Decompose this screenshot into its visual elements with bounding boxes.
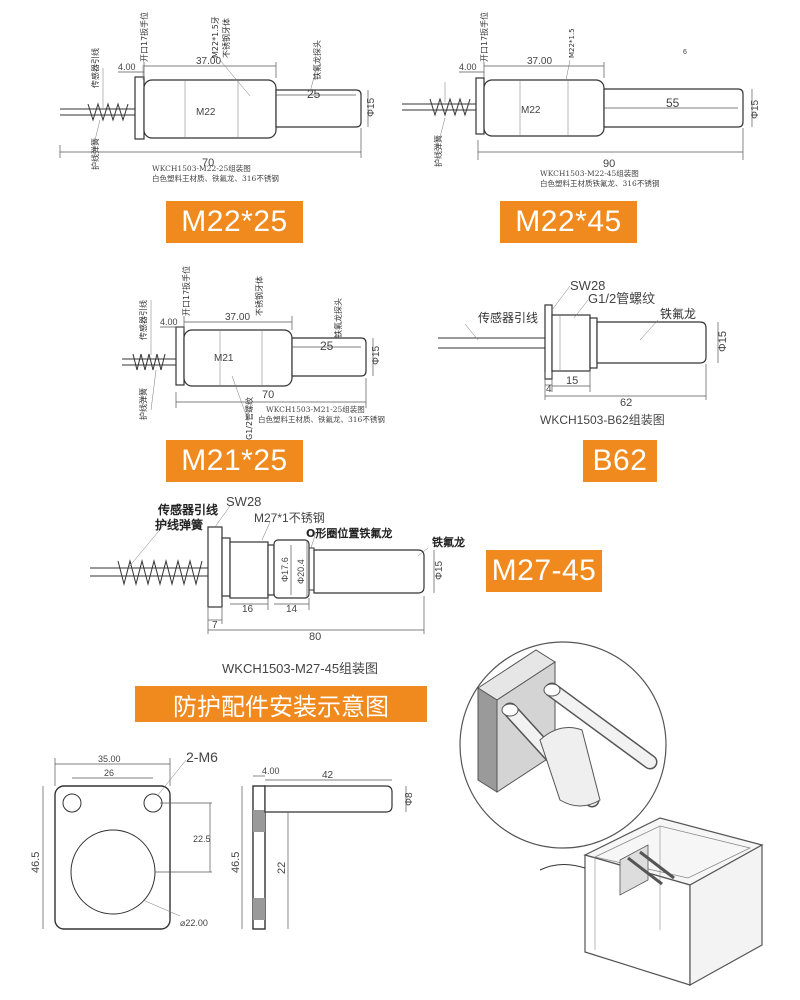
- svg-text:46.5: 46.5: [30, 852, 42, 873]
- svg-text:62: 62: [620, 397, 632, 409]
- svg-text:SW28: SW28: [570, 278, 605, 293]
- svg-text:WKCH1503-M27-45组装图: WKCH1503-M27-45组装图: [222, 661, 378, 676]
- svg-text:22.5: 22.5: [193, 834, 211, 844]
- svg-text:O形圈位置铁氟龙: O形圈位置铁氟龙: [306, 526, 392, 540]
- svg-text:M22*1.5: M22*1.5: [568, 28, 576, 58]
- svg-text:WKCH1503-M22-45组装图: WKCH1503-M22-45组装图: [540, 168, 639, 178]
- svg-text:铁氟龙: 铁氟龙: [660, 307, 696, 321]
- svg-text:M21: M21: [214, 353, 234, 364]
- svg-text:80: 80: [309, 631, 321, 643]
- svg-text:传感器引线: 传感器引线: [90, 48, 100, 88]
- svg-text:16: 16: [242, 604, 254, 615]
- svg-text:M22: M22: [196, 107, 216, 118]
- svg-text:4.00: 4.00: [160, 317, 178, 327]
- svg-text:不锈钢牙体: 不锈钢牙体: [221, 18, 231, 58]
- banner-install-diagram: 防护配件安装示意图: [135, 686, 427, 722]
- svg-text:55: 55: [666, 96, 680, 110]
- svg-text:铁氟龙: 铁氟龙: [432, 535, 465, 549]
- banner-m22-25: M22*25: [166, 201, 303, 243]
- svg-text:Φ20.4: Φ20.4: [296, 559, 306, 584]
- spring-icon: [132, 353, 166, 371]
- svg-text:铁氟龙探头: 铁氟龙探头: [312, 40, 322, 80]
- drawing-b62: SW28 G1/2管螺纹 传感器引线 铁氟龙 Φ15 4 15 62 WKCH1…: [438, 278, 729, 427]
- svg-text:护线弹簧: 护线弹簧: [90, 138, 100, 170]
- svg-text:Φ17.6: Φ17.6: [280, 557, 290, 582]
- svg-text:开口17扳手位: 开口17扳手位: [479, 12, 489, 62]
- svg-text:WKCH1503-M22-25组装图: WKCH1503-M22-25组装图: [152, 163, 251, 173]
- svg-text:37.00: 37.00: [527, 56, 552, 67]
- svg-text:传感器引线: 传感器引线: [478, 310, 538, 325]
- svg-text:4: 4: [546, 384, 552, 395]
- svg-text:37.00: 37.00: [225, 312, 250, 323]
- svg-text:4.00: 4.00: [262, 766, 280, 776]
- drawing-bracket: 35.00 26 2-M6 22.5 46.5 ⌀22.00 4.00 42 Φ…: [30, 749, 415, 930]
- svg-text:Φ15: Φ15: [750, 99, 761, 119]
- banner-m27-45: M27-45: [486, 550, 602, 592]
- banner-b62: B62: [583, 440, 657, 482]
- drawing-m22-25: 4.00 37.00 25 Φ15 70 M22 传感器引线 护线弹簧 开口17…: [59, 12, 377, 183]
- svg-text:25: 25: [307, 87, 321, 101]
- svg-text:70: 70: [202, 157, 214, 169]
- svg-text:7: 7: [212, 620, 218, 631]
- svg-text:4.00: 4.00: [118, 62, 136, 72]
- svg-text:22: 22: [276, 862, 288, 874]
- svg-text:25: 25: [320, 339, 334, 353]
- svg-text:WKCH1503-M21-25组装图: WKCH1503-M21-25组装图: [266, 404, 365, 414]
- svg-text:Φ8: Φ8: [404, 792, 415, 806]
- svg-text:G1/2管螺纹: G1/2管螺纹: [244, 397, 254, 440]
- svg-text:46.5: 46.5: [230, 852, 242, 873]
- svg-text:传感器引线: 传感器引线: [138, 300, 148, 340]
- svg-text:白色塑料王材质、铁氟龙、316不锈钢: 白色塑料王材质、铁氟龙、316不锈钢: [152, 173, 279, 183]
- svg-text:G1/2管螺纹: G1/2管螺纹: [588, 291, 655, 306]
- banner-m22-45: M22*45: [500, 201, 637, 243]
- svg-text:14: 14: [286, 604, 298, 615]
- spring-icon: [429, 97, 471, 117]
- hole-icon: [62, 793, 82, 813]
- drawing-m21-25: 4.00 37.00 25 Φ15 70 M21 传感器引线 护线弹簧 开口17…: [122, 266, 385, 440]
- svg-text:护线弹簧: 护线弹簧: [138, 388, 148, 420]
- svg-text:WKCH1503-B62组装图: WKCH1503-B62组装图: [540, 413, 665, 427]
- svg-text:⌀22.00: ⌀22.00: [180, 918, 208, 928]
- drawing-m22-45: 4.00 37.00 55 Φ15 90 M22 M22*1.5 开口17扳手位…: [402, 12, 761, 188]
- svg-text:4.00: 4.00: [459, 62, 477, 72]
- hole-icon: [143, 793, 163, 813]
- svg-text:铁氟龙探头: 铁氟龙探头: [333, 298, 343, 338]
- hatch-section: [253, 810, 265, 832]
- svg-text:70: 70: [262, 389, 274, 401]
- svg-text:26: 26: [104, 768, 114, 778]
- banner-m21-25: M21*25: [166, 440, 303, 482]
- svg-text:15: 15: [566, 375, 578, 387]
- svg-text:Φ15: Φ15: [366, 97, 377, 117]
- svg-text:90: 90: [603, 158, 615, 170]
- svg-text:Φ15: Φ15: [717, 331, 729, 352]
- svg-text:42: 42: [322, 770, 334, 781]
- svg-text:开口17扳手位: 开口17扳手位: [181, 266, 191, 316]
- svg-text:2-M6: 2-M6: [186, 749, 218, 765]
- svg-text:6: 6: [683, 49, 687, 56]
- svg-text:开口17扳手位: 开口17扳手位: [139, 12, 149, 62]
- svg-text:Φ15: Φ15: [371, 345, 382, 365]
- svg-text:白色塑料王材质、铁氟龙、316不锈钢: 白色塑料王材质、铁氟龙、316不锈钢: [258, 414, 385, 424]
- svg-text:37.00: 37.00: [196, 56, 221, 67]
- spring-icon: [117, 559, 203, 586]
- svg-text:Φ15: Φ15: [434, 560, 445, 580]
- svg-text:M22: M22: [521, 105, 541, 116]
- drawing-m27-45: 传感器引线 护线弹簧 SW28 M27*1不锈钢 O形圈位置铁氟龙 铁氟龙 Φ1…: [90, 494, 465, 676]
- spring-icon: [87, 102, 129, 122]
- svg-text:护线弹簧: 护线弹簧: [155, 517, 203, 532]
- svg-text:M22*1.5牙: M22*1.5牙: [211, 16, 220, 58]
- svg-text:传感器引线: 传感器引线: [157, 502, 218, 517]
- svg-text:白色塑料王材质铁氟龙、316不锈钢: 白色塑料王材质铁氟龙、316不锈钢: [540, 178, 659, 188]
- svg-text:不锈钢牙体: 不锈钢牙体: [254, 276, 264, 316]
- svg-text:SW28: SW28: [226, 494, 261, 509]
- isometric-illustration: [459, 641, 764, 987]
- svg-text:M27*1不锈钢: M27*1不锈钢: [254, 511, 325, 525]
- svg-text:35.00: 35.00: [98, 754, 121, 764]
- svg-text:护线弹簧: 护线弹簧: [433, 135, 443, 167]
